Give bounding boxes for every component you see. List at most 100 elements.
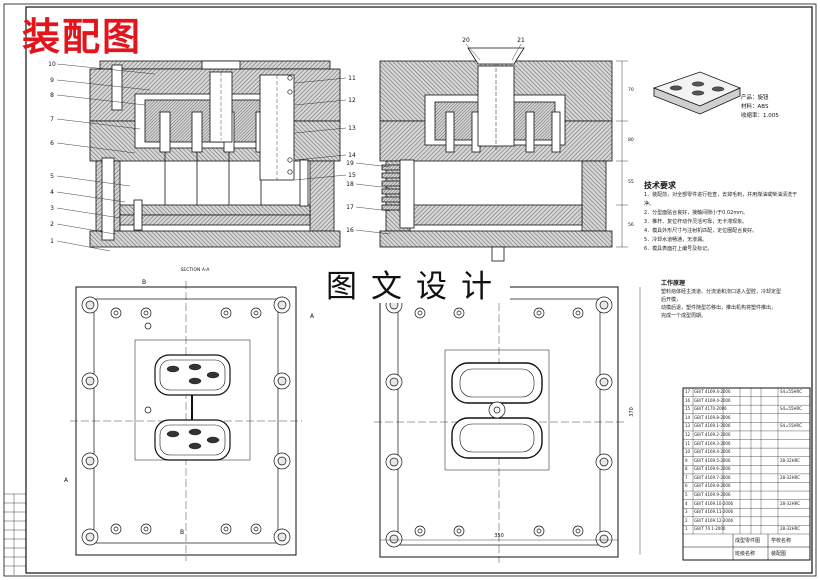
part-label: 13 [348, 125, 356, 132]
water-plug [287, 157, 293, 163]
part-label: 2 [50, 221, 54, 228]
sprue-core [493, 406, 501, 414]
bom-item-number: 6 [685, 483, 688, 489]
leader-line [294, 127, 347, 134]
part-label: 18 [346, 181, 354, 188]
leader-line [56, 94, 146, 106]
water-plug [287, 169, 293, 175]
leader-line [355, 229, 391, 235]
bom-item-number: 9 [685, 457, 688, 463]
runner-frame [134, 339, 251, 461]
clamp-plate-2 [379, 230, 613, 248]
bom-item-number: 17 [685, 389, 691, 394]
sprue-bushing [209, 71, 233, 143]
cavity-slot [166, 365, 180, 373]
plan-right-guide-pin [389, 377, 399, 387]
work-note: 完成一个成型周期。 [661, 313, 707, 319]
rack [399, 159, 415, 229]
working-principle-title: 工作原理 [661, 280, 686, 287]
leader-line [56, 118, 141, 130]
plan-left-bolt-hole [113, 526, 119, 532]
bom-item-number: 3 [685, 509, 688, 515]
product-slot [711, 86, 725, 92]
plan-left-guide-pin [85, 532, 95, 542]
plan-right-guide-pin [599, 300, 609, 310]
plan-right-guide-pin [599, 534, 609, 544]
inner-border [25, 6, 813, 574]
gear-tooth [381, 164, 401, 171]
bom-standard-code: GB/T 70.1-2000 [694, 526, 726, 532]
plan-right-bolt-hole [536, 310, 542, 316]
bom-standard-code: GB/T 4169.4-2006 [694, 449, 731, 455]
plan-left-bolt-hole [113, 310, 119, 316]
titleblock-class: 班级名称 [735, 551, 756, 557]
water-plug [287, 75, 293, 81]
bom-standard-code: GB/T 4169.6-2006 [694, 466, 731, 472]
product-material: 材料：ABS [741, 104, 769, 110]
core-pin [159, 111, 171, 153]
bom-standard-code: GB/T 4169.4-2006 [694, 397, 731, 403]
ejector-plate [119, 214, 311, 226]
part-label: 15 [348, 172, 356, 179]
gear-tooth [381, 180, 401, 187]
cavity-slot [188, 363, 202, 371]
leader-line [294, 174, 347, 181]
bom-standard-code: GB/T 4169.5-2006 [694, 457, 731, 463]
ejector-mark [144, 406, 152, 414]
bom-item-number: 13 [685, 423, 691, 429]
plan-right-guide-pin [389, 457, 399, 467]
work-note: 塑料熔体经主流道、分流道和浇口进入型腔，冷却定型后开模， [661, 289, 782, 303]
locating-ring [201, 60, 241, 70]
ejector-mark [144, 322, 152, 330]
cavity-slot [206, 371, 220, 379]
leader-line [355, 183, 391, 189]
bom-hardness-spec: S4=55HRC [780, 423, 802, 429]
bom-hardness-spec: S4=55HRC [780, 389, 802, 394]
plan-left-bolt-hole [253, 526, 259, 532]
bom-item-number: 4 [685, 500, 688, 506]
plan-right-bolt-hole [536, 528, 542, 534]
cavity-left-inner [159, 424, 226, 456]
bom-item-number: 11 [685, 440, 691, 446]
bom-hardness-spec: 28-32HRC [780, 474, 801, 480]
cavity-left-inner [159, 359, 226, 391]
product-shrink: 收缩率：1.005 [741, 113, 779, 119]
leader-line [56, 175, 131, 187]
plan-left-guide-pin [277, 456, 287, 466]
ejector-plates-2 [409, 204, 583, 226]
tech-note: 2．分型面贴合良好，接触间隙小于0.02mm。 [644, 210, 749, 216]
bom-item-number: 10 [685, 449, 691, 455]
ejector-rod [491, 246, 505, 262]
dim-value: 56 [628, 222, 634, 228]
part-label: 10 [48, 61, 56, 68]
support-block-2r [581, 160, 607, 232]
part-label: 16 [346, 227, 354, 234]
screw-top-left [111, 64, 123, 111]
support-block-right [309, 160, 335, 232]
product-slot [691, 90, 705, 96]
leader-line [355, 162, 391, 168]
plan-left-guide-pin [85, 376, 95, 386]
bom-standard-code: GB/T 4170-2006 [694, 406, 727, 412]
ejector-retainer-plate [119, 204, 311, 216]
bom-standard-code: GB/T 4169.11-2006 [694, 509, 734, 515]
bom-item-number: 16 [685, 397, 691, 403]
section-marker: A [310, 313, 315, 320]
leader-line [56, 191, 126, 203]
part-label: 7 [50, 116, 54, 123]
titleblock-drawing-name: 成型零件图 [735, 538, 761, 544]
part-label: 1 [50, 238, 54, 245]
product-info: 产品：旋钮 材料：ABS 收缩率：1.005 [741, 94, 779, 121]
tech-note: 5．冷却水道畅通，无渗漏。 [644, 237, 708, 243]
plan-right-guide-pin [389, 534, 399, 544]
cavity-slot [188, 377, 202, 385]
nozzle-head [467, 47, 525, 65]
bom-standard-code: GB/T 4169.9-2006 [694, 492, 731, 498]
plan-right-guide-pin [599, 377, 609, 387]
bom-hardness-spec: S4=55HRC [780, 406, 802, 412]
tech-note: 4．模具外形尺寸与注射机匹配，定位圈配合良好。 [644, 228, 758, 234]
bom-standard-code: GB/T 4169.7-2006 [694, 474, 731, 480]
plan-dim-value: 350 [494, 533, 504, 539]
stamp-title: 装配图 [22, 14, 143, 59]
